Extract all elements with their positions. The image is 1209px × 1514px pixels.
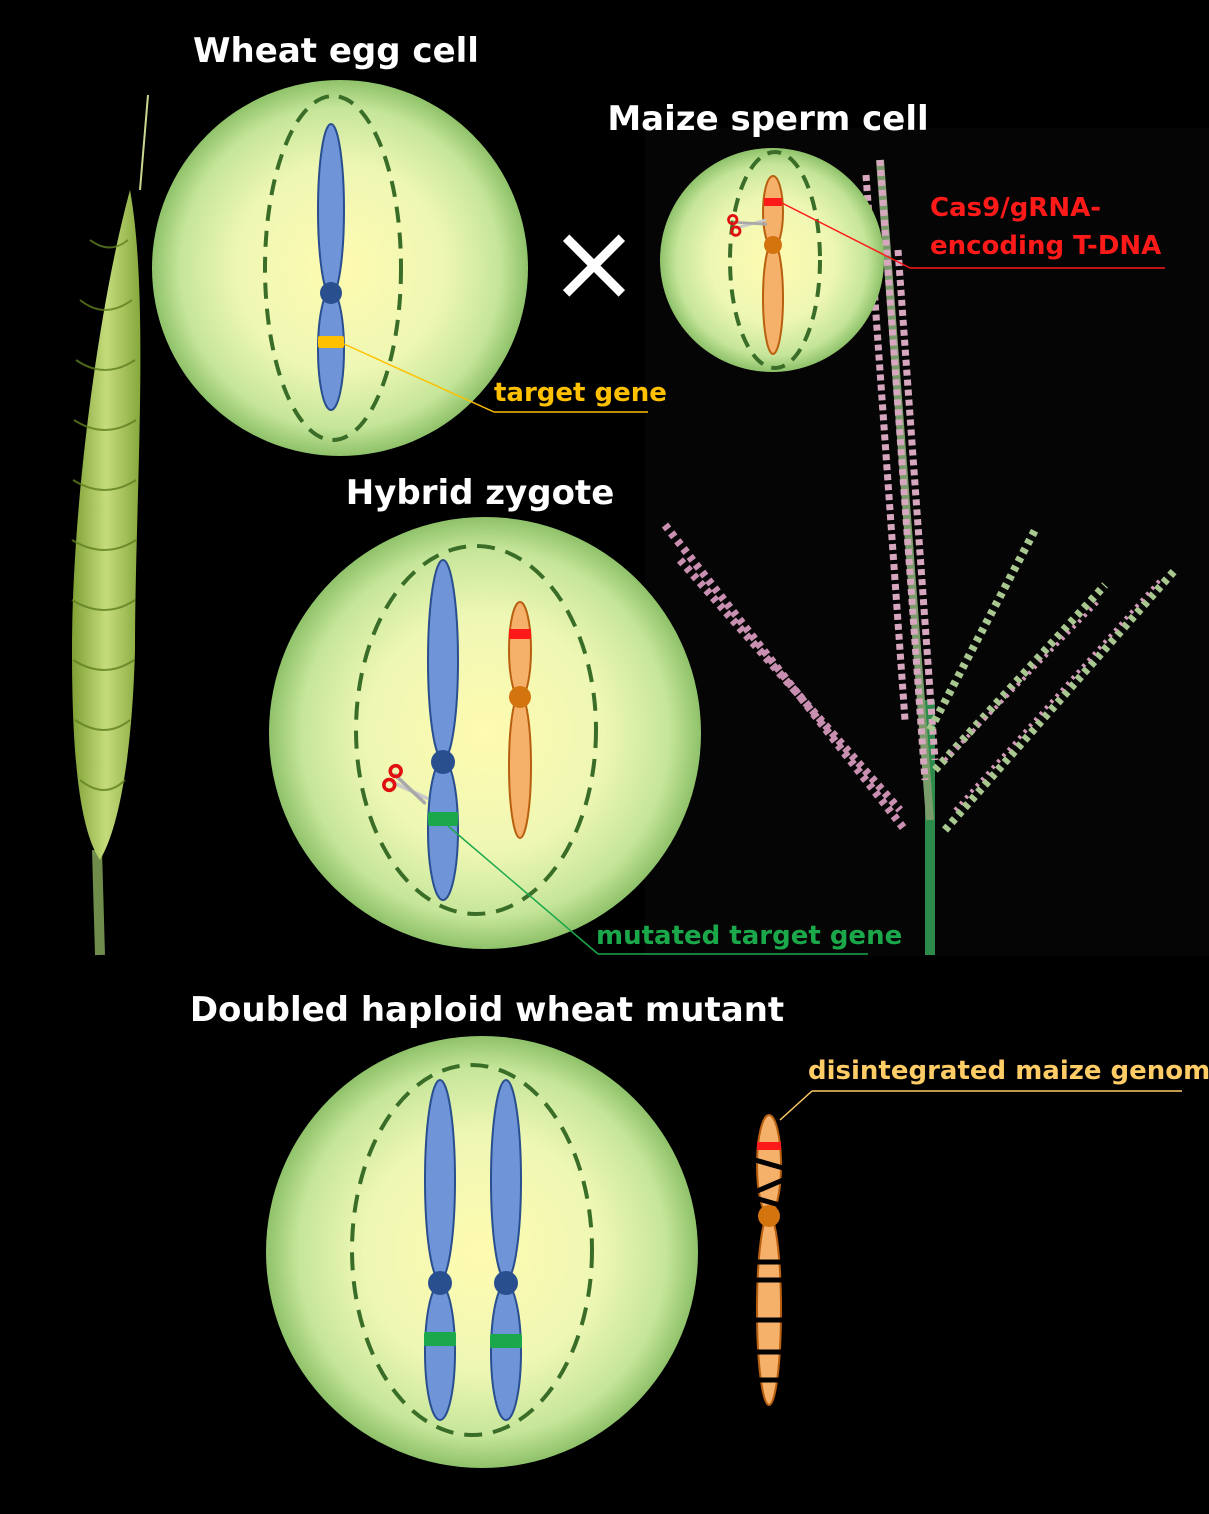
maize-sperm-cell [660, 148, 884, 372]
disintegrated-maize-chromosome [754, 1114, 784, 1406]
maize-chromosome [762, 175, 784, 355]
mutated-target-gene-label: mutated target gene [596, 921, 902, 951]
doubled-haploid-cell [266, 1036, 698, 1468]
disintegrated-maize-genome-label: disintegrated maize genome [808, 1056, 1209, 1086]
cas9-label-line1: Cas9/gRNA- [930, 193, 1101, 223]
t-dna-band [509, 629, 531, 639]
maize-sperm-cell-title: Maize sperm cell [607, 99, 928, 139]
centromere [494, 1271, 518, 1295]
wheat-egg-cell-title: Wheat egg cell [193, 31, 479, 71]
doubled-haploid-title: Doubled haploid wheat mutant [190, 990, 784, 1030]
centromere [431, 750, 455, 774]
hybrid-zygote-title: Hybrid zygote [346, 473, 615, 513]
t-dna-band [757, 1142, 781, 1150]
centromere [509, 686, 531, 708]
centromere [428, 1271, 452, 1295]
wheat-chromosome [317, 123, 345, 411]
nucleus-outline [350, 1063, 594, 1437]
nucleus-outline [263, 94, 403, 442]
nucleus-outline [728, 150, 822, 370]
cross-symbol: × [548, 198, 640, 326]
centromere [764, 236, 782, 254]
nucleus-outline [354, 544, 598, 916]
t-dna-band [764, 198, 782, 206]
mutated-gene-band [490, 1334, 522, 1348]
cas9-label-line2: encoding T-DNA [930, 231, 1161, 261]
wheat-chromosome-2 [490, 1079, 522, 1421]
mutated-gene-band [424, 1332, 456, 1346]
mutated-gene-band [428, 812, 458, 826]
target-gene-band [318, 336, 344, 348]
target-gene-label: target gene [494, 378, 667, 408]
maize-chromosome [508, 601, 532, 839]
wheat-chromosome-1 [424, 1079, 456, 1421]
wheat-chromosome [427, 559, 459, 901]
hybrid-zygote-cell [269, 517, 701, 949]
wheat-egg-cell [152, 80, 528, 456]
wheat-spike-image [71, 94, 149, 956]
centromere [320, 282, 342, 304]
